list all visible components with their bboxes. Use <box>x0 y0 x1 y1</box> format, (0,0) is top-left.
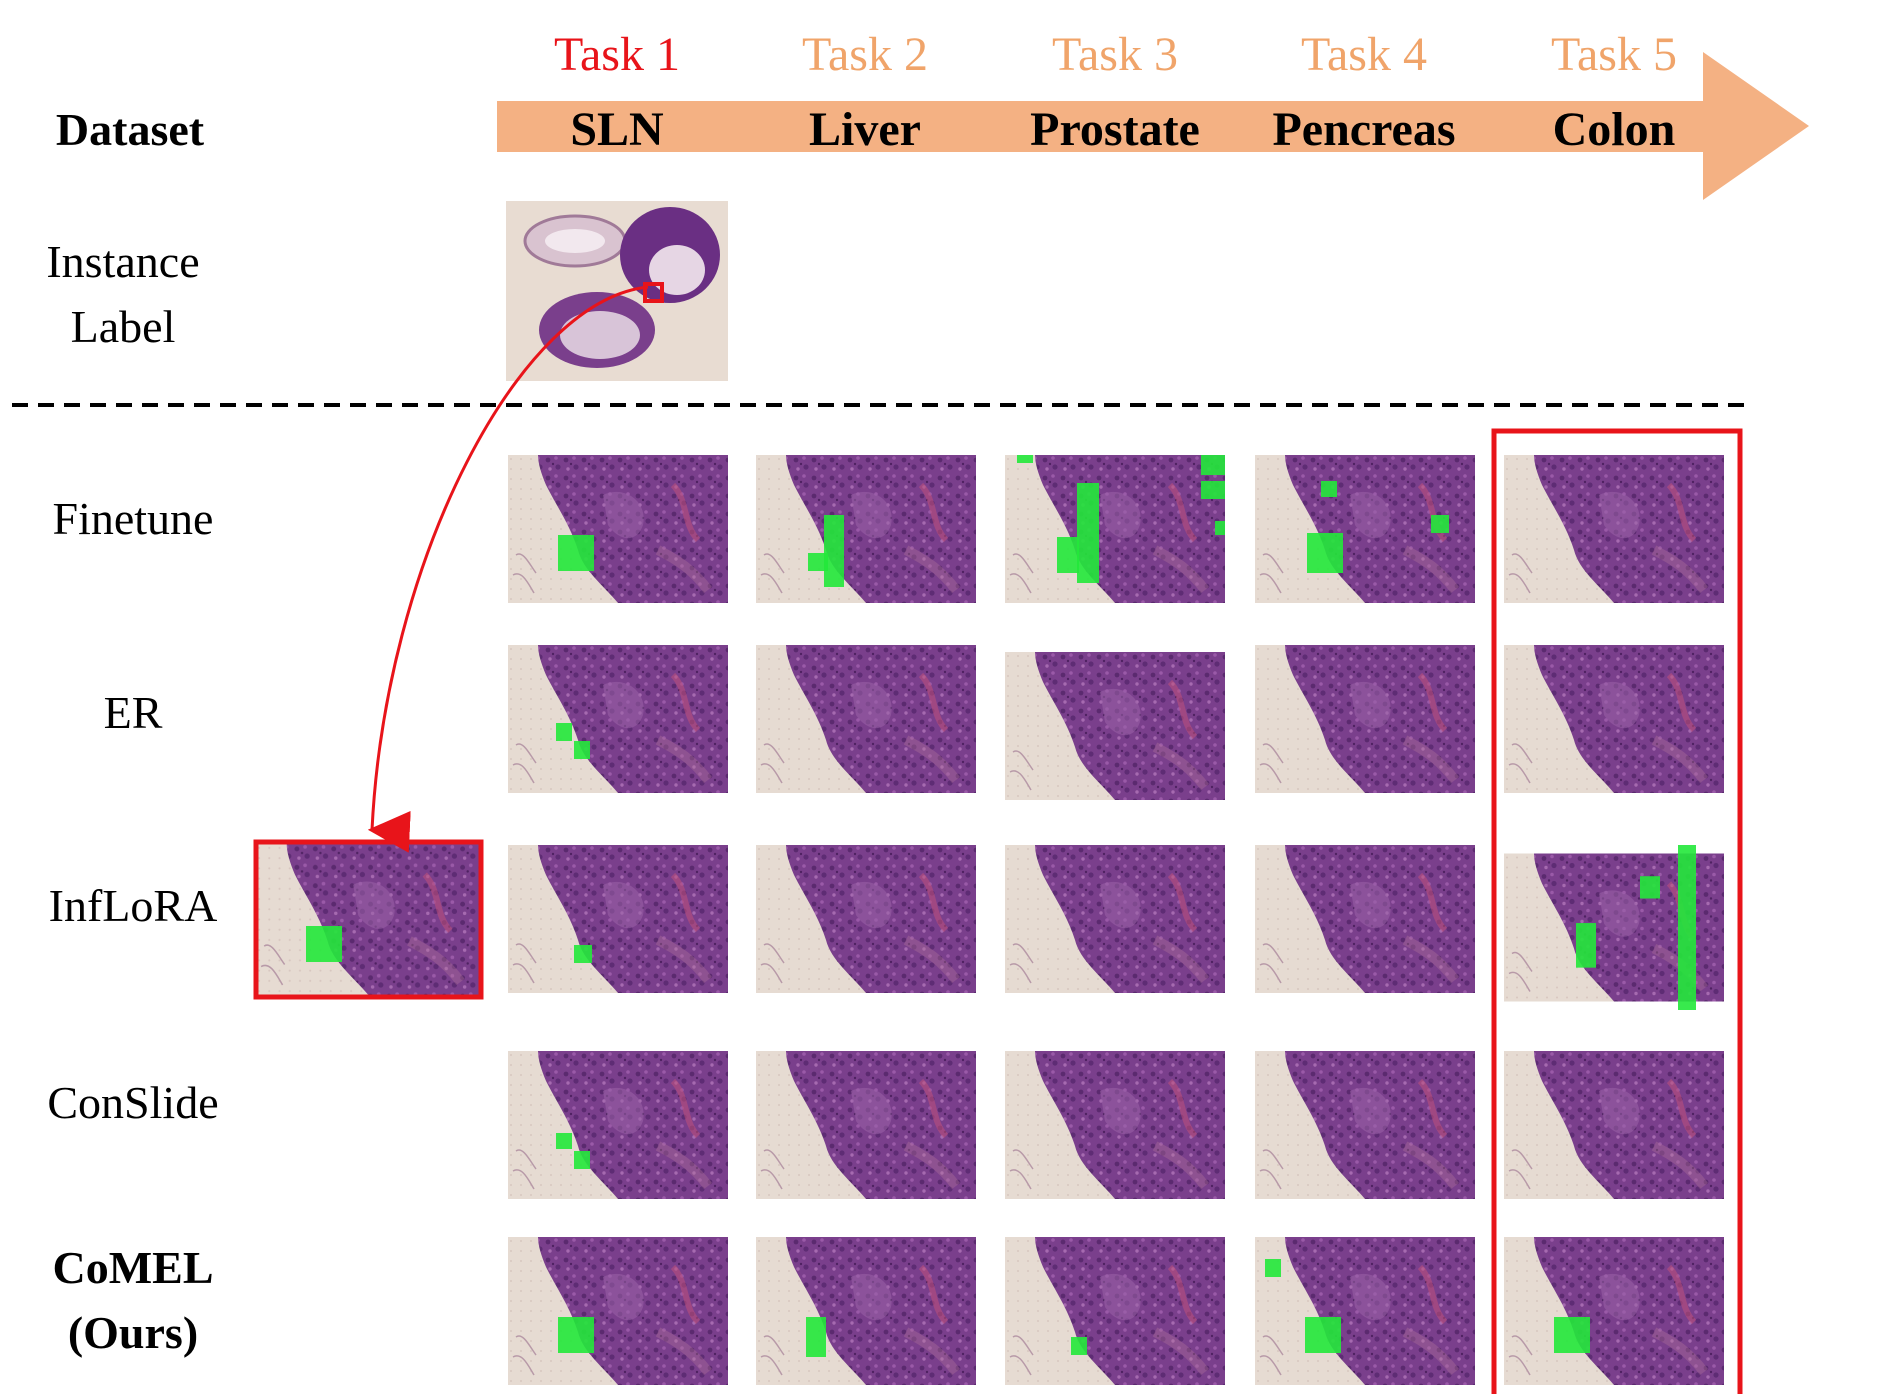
attention-patch <box>1321 481 1337 497</box>
task-sequence-arrow <box>497 52 1809 200</box>
attention-map-3-2 <box>756 845 976 993</box>
attention-map-5-2 <box>756 1237 976 1385</box>
attention-map-5-4 <box>1255 1237 1475 1385</box>
attention-map-1-3 <box>1005 455 1225 603</box>
attention-patch <box>1265 1259 1281 1277</box>
method-label-5-suffix: (Ours) <box>68 1307 198 1358</box>
task-label-3: Task 3 <box>1052 28 1178 81</box>
attention-map-2-2 <box>756 645 976 793</box>
instance-label-line2: Label <box>71 301 176 352</box>
task-label-2: Task 2 <box>802 28 928 81</box>
attention-patch <box>1201 455 1225 475</box>
dataset-name-1: SLN <box>570 103 664 156</box>
attention-map-2-3 <box>1005 652 1225 800</box>
attention-map-1-4 <box>1255 455 1475 603</box>
task-label-5: Task 5 <box>1551 28 1677 81</box>
attention-patch <box>1307 533 1343 573</box>
zoom-arrow <box>367 285 649 853</box>
attention-patch <box>1678 845 1696 1010</box>
attention-map-5-3 <box>1005 1237 1225 1385</box>
attention-patch <box>1576 923 1596 968</box>
dataset-row-label: Dataset <box>56 104 205 155</box>
attention-map-4-2 <box>756 1051 976 1199</box>
attention-patch <box>1071 1337 1087 1355</box>
dataset-name-2: Liver <box>809 103 921 156</box>
attention-map-4-5 <box>1504 1051 1724 1199</box>
attention-map-4-4 <box>1255 1051 1475 1199</box>
attention-map-2-5 <box>1504 645 1724 793</box>
attention-patch <box>574 945 592 963</box>
zoomed-instance-patch <box>253 839 484 1000</box>
attention-map-1-2 <box>756 455 976 603</box>
attention-map-2-4 <box>1255 645 1475 793</box>
dataset-name-4: Pencreas <box>1272 103 1455 156</box>
attention-map-1-5 <box>1504 455 1724 603</box>
attention-patch <box>1201 481 1225 499</box>
attention-patch <box>1431 515 1449 533</box>
task-label-4: Task 4 <box>1301 28 1427 81</box>
instance-label-line1: Instance <box>46 236 199 287</box>
attention-patch <box>1305 1317 1341 1353</box>
task5-highlight-box <box>1491 428 1743 1394</box>
attention-patch <box>824 515 844 587</box>
attention-map-4-1 <box>508 1051 728 1199</box>
attention-map-3-4 <box>1255 845 1475 993</box>
attention-patch <box>808 553 828 571</box>
attention-patch <box>1057 537 1079 573</box>
attention-patch <box>1215 521 1225 535</box>
dataset-name-5: Colon <box>1553 103 1676 156</box>
attention-patch <box>806 1317 826 1357</box>
attention-map-3-1 <box>508 845 728 993</box>
attention-map-3-5 <box>1504 845 1724 1010</box>
attention-patch <box>574 741 590 759</box>
method-label-1: Finetune <box>53 493 214 544</box>
attention-patch <box>1017 455 1033 463</box>
attention-patch <box>556 723 572 741</box>
attention-map-5-1 <box>508 1237 728 1385</box>
attention-patch <box>556 1133 572 1149</box>
attention-patch <box>1640 876 1660 899</box>
dataset-name-3: Prostate <box>1030 103 1200 156</box>
attention-map-1-1 <box>508 455 728 603</box>
method-label-3: InfLoRA <box>49 880 218 931</box>
attention-patch <box>558 535 594 571</box>
attention-patch <box>574 1151 590 1169</box>
attention-map-2-1 <box>508 645 728 793</box>
method-label-4: ConSlide <box>47 1077 218 1128</box>
task-label-1: Task 1 <box>554 28 680 81</box>
attention-patch <box>1077 483 1099 583</box>
attention-patch <box>558 1317 594 1353</box>
attention-map-4-3 <box>1005 1051 1225 1199</box>
attention-patch <box>1554 1317 1590 1353</box>
attention-map-3-3 <box>1005 845 1225 993</box>
method-label-5: CoMEL <box>53 1242 214 1293</box>
attention-map-5-5 <box>1504 1237 1724 1385</box>
method-label-2: ER <box>104 687 163 738</box>
